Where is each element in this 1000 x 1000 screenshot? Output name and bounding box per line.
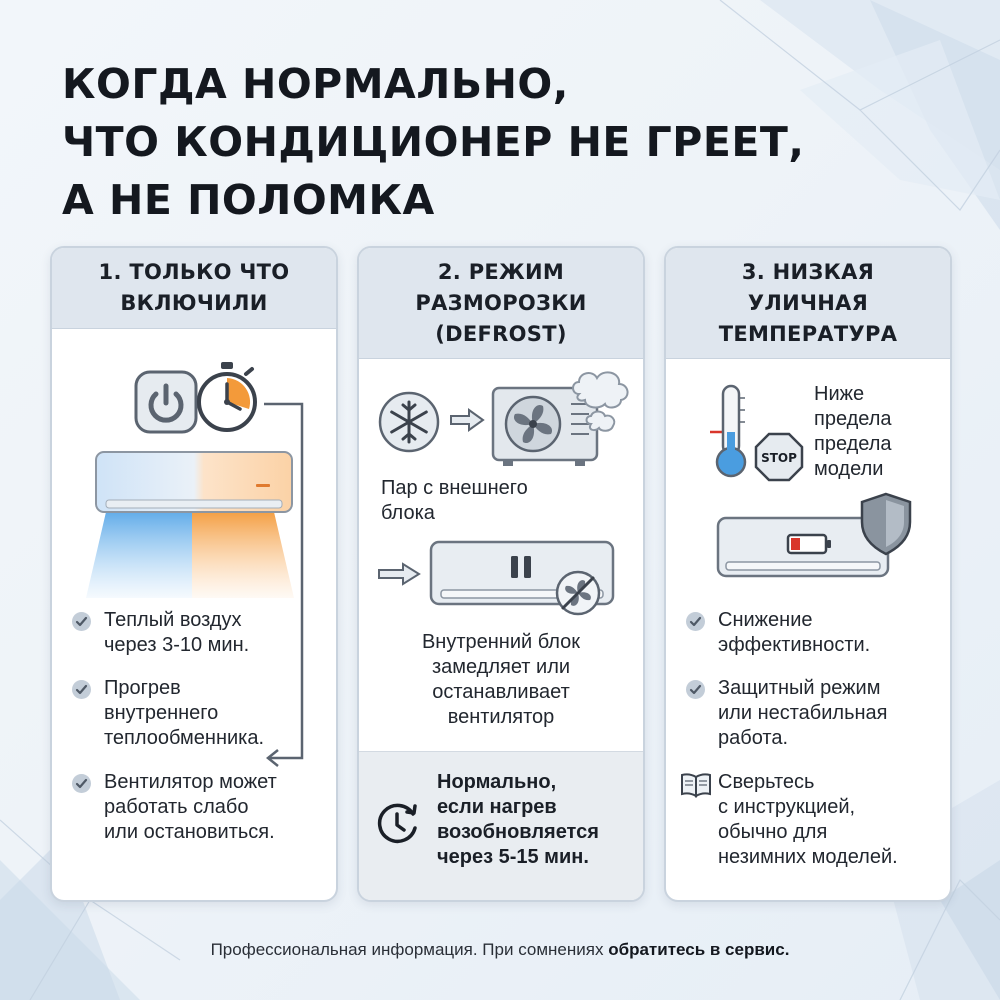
caption-line: Пар с внешнего (381, 477, 528, 499)
arrow-icon (378, 562, 421, 586)
card-heading: 2. РЕЖИМ РАЗМОРОЗКИ (DEFROST) (359, 248, 643, 359)
list-item: Вентилятор может работать слабо или оста… (104, 770, 277, 845)
footer-disclaimer: Профессиональная информация. При сомнени… (0, 940, 1000, 960)
title-line: КОГДА НОРМАЛЬНО, (62, 60, 569, 108)
normal-note: Нормально, если нагрев возобновляется че… (359, 751, 643, 900)
title-line: А НЕ ПОЛОМКА (62, 176, 435, 224)
list-item-line: Сверьтесь (718, 771, 815, 793)
list-item-line: или нестабильная (718, 702, 888, 724)
caption-line: останавливает (432, 681, 570, 703)
check-icon (72, 774, 91, 793)
check-icon (686, 680, 705, 699)
caption-line: модели (814, 458, 884, 480)
footer-service-link: обратитесь в сервис. (608, 940, 790, 959)
list-item: Теплый воздух через 3-10 мин. (104, 608, 249, 658)
caption-line: вентилятор (447, 706, 555, 728)
list-item: Прогрев внутреннего теплообменника. (104, 676, 264, 751)
list-item-line: работать слабо (104, 796, 249, 818)
list-item-line: Теплый воздух (104, 609, 242, 631)
list-item: Снижение эффективности. (718, 608, 870, 658)
card-heading-line: ТЕМПЕРАТУРА (718, 321, 898, 346)
card-heading-line: РАЗМОРОЗКИ (415, 290, 587, 315)
caption-line: замедляет или (431, 656, 571, 678)
arrow-icon (450, 408, 485, 432)
normal-note-text: Нормально, если нагрев возобновляется че… (437, 770, 599, 870)
list-item: Защитный режим или нестабильная работа. (718, 676, 888, 751)
card-heading: 1. ТОЛЬКО ЧТО ВКЛЮЧИЛИ (52, 248, 336, 329)
note-line: возобновляется (437, 821, 599, 843)
card-low-outdoor-temp: 3. НИЗКАЯ УЛИЧНАЯ ТЕМПЕРАТУРА STOP Ниже … (664, 246, 952, 902)
clock-icon (377, 803, 417, 844)
footer-text: Профессиональная информация. При сомнени… (210, 940, 609, 959)
book-icon (681, 773, 711, 798)
card-just-turned-on: 1. ТОЛЬКО ЧТО ВКЛЮЧИЛИ (50, 246, 338, 902)
caption-line: Внутренний блок (421, 631, 581, 653)
title-line: ЧТО КОНДИЦИОНЕР НЕ ГРЕЕТ, (62, 118, 805, 166)
note-line: если нагрев (437, 796, 557, 818)
note-line: Нормально, (437, 771, 557, 793)
list-item-line: обычно для (718, 821, 828, 843)
caption-line: Ниже (814, 383, 865, 405)
stopwatch-icon (197, 362, 257, 432)
low-battery-icon (786, 533, 831, 555)
indoor-unit-icon (86, 451, 294, 598)
caption-line: предела (814, 408, 892, 430)
fan-caption: Внутренний блок замедляет или останавлив… (359, 630, 643, 730)
card-heading: 3. НИЗКАЯ УЛИЧНАЯ ТЕМПЕРАТУРА (666, 248, 950, 359)
steam-caption: Пар с внешнего блока (381, 476, 528, 526)
card-heading-line: ВКЛЮЧИЛИ (120, 291, 268, 315)
arrow-icon (264, 402, 304, 767)
fan-off-icon (555, 570, 601, 616)
card-heading-line: (DEFROST) (435, 321, 567, 346)
stop-sign-icon: STOP (754, 432, 804, 482)
list-item-line: эффективности. (718, 634, 871, 656)
thermometer-icon (710, 384, 747, 478)
list-item-line: через 3-10 мин. (104, 634, 250, 656)
card-heading-line: 3. НИЗКАЯ (741, 259, 875, 284)
list-item-line: Защитный режим (718, 677, 881, 699)
shield-icon (860, 492, 912, 556)
check-icon (686, 612, 705, 631)
limit-caption: Ниже предела предела модели (814, 382, 892, 482)
page-title: КОГДА НОРМАЛЬНО, ЧТО КОНДИЦИОНЕР НЕ ГРЕЕ… (62, 55, 804, 229)
card-heading-line: 1. ТОЛЬКО ЧТО (98, 260, 290, 284)
steam-icon (572, 371, 629, 432)
check-icon (72, 680, 91, 699)
card-defrost: 2. РЕЖИМ РАЗМОРОЗКИ (DEFROST) (357, 246, 645, 902)
outdoor-unit-icon (491, 386, 599, 466)
list-item-line: Снижение (718, 609, 813, 631)
list-item: Сверьтесь с инструкцией, обычно для нези… (718, 770, 898, 870)
list-item-line: внутреннего (104, 702, 219, 724)
note-line: через 5-15 мин. (437, 846, 589, 868)
power-icon (134, 370, 198, 434)
card-heading-line: УЛИЧНАЯ (747, 290, 869, 315)
list-item-line: незимних моделей. (718, 846, 898, 868)
caption-line: блока (381, 502, 435, 524)
list-item-line: Вентилятор может (104, 771, 277, 793)
list-item-line: работа. (718, 727, 788, 749)
caption-line: предела (814, 433, 892, 455)
list-item-line: Прогрев (104, 677, 181, 699)
card-heading-line: 2. РЕЖИМ (437, 259, 565, 284)
list-item-line: теплообменника. (104, 727, 265, 749)
snowflake-icon (378, 391, 440, 453)
check-icon (72, 612, 91, 631)
list-item-line: с инструкцией, (718, 796, 856, 818)
stop-sign-text: STOP (761, 451, 797, 465)
list-item-line: или остановиться. (104, 821, 275, 843)
